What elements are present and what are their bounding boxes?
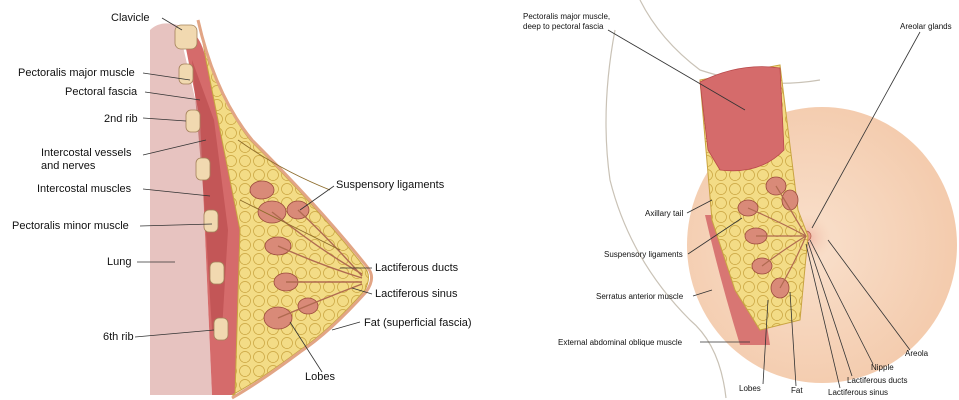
label-external-oblique: External abdominal oblique muscle: [558, 338, 683, 347]
label-suspensory-ligaments: Suspensory ligaments: [336, 179, 445, 191]
label-lactiferous-ducts-right: Lactiferous ducts: [847, 376, 907, 385]
label-intercostal-vessels-2: and nerves: [41, 160, 96, 172]
label-pectoralis-minor: Pectoralis minor muscle: [12, 220, 129, 232]
rib-3: [196, 158, 210, 180]
label-axillary-tail: Axillary tail: [645, 209, 683, 218]
label-suspensory-ligaments-right: Suspensory ligaments: [604, 250, 683, 259]
sagittal-section: [150, 20, 372, 398]
rib-6: [214, 318, 228, 340]
clavicle-bone: [175, 25, 197, 49]
label-lactiferous-ducts: Lactiferous ducts: [375, 262, 459, 274]
label-second-rib: 2nd rib: [104, 113, 138, 125]
label-areola: Areola: [905, 349, 929, 358]
label-pectoral-fascia: Pectoral fascia: [65, 86, 138, 98]
label-pectoralis-major-right-2: deep to pectoral fascia: [523, 22, 604, 31]
label-lobes: Lobes: [305, 371, 335, 383]
label-fat-right: Fat: [791, 386, 803, 395]
label-areolar-glands: Areolar glands: [900, 22, 952, 31]
pectoralis-major-right: [700, 67, 784, 171]
label-serratus-anterior: Serratus anterior muscle: [596, 292, 684, 301]
label-lactiferous-sinus: Lactiferous sinus: [375, 288, 458, 300]
rib-4: [204, 210, 218, 232]
label-intercostal-vessels-1: Intercostal vessels: [41, 147, 132, 159]
label-sixth-rib: 6th rib: [103, 331, 134, 343]
rib-1: [179, 64, 193, 84]
label-lobes-right: Lobes: [739, 384, 761, 393]
rib-2: [186, 110, 200, 132]
label-lactiferous-sinus-right: Lactiferous sinus: [828, 388, 888, 397]
rib-5: [210, 262, 224, 284]
label-intercostal-muscles: Intercostal muscles: [37, 183, 132, 195]
label-pectoralis-major-right-1: Pectoralis major muscle,: [523, 12, 610, 21]
lobe: [250, 181, 274, 199]
label-pectoralis-major: Pectoralis major muscle: [18, 67, 135, 79]
label-clavicle: Clavicle: [111, 12, 150, 24]
label-fat: Fat (superficial fascia): [364, 317, 472, 329]
label-lung: Lung: [107, 256, 131, 268]
label-nipple: Nipple: [871, 363, 894, 372]
